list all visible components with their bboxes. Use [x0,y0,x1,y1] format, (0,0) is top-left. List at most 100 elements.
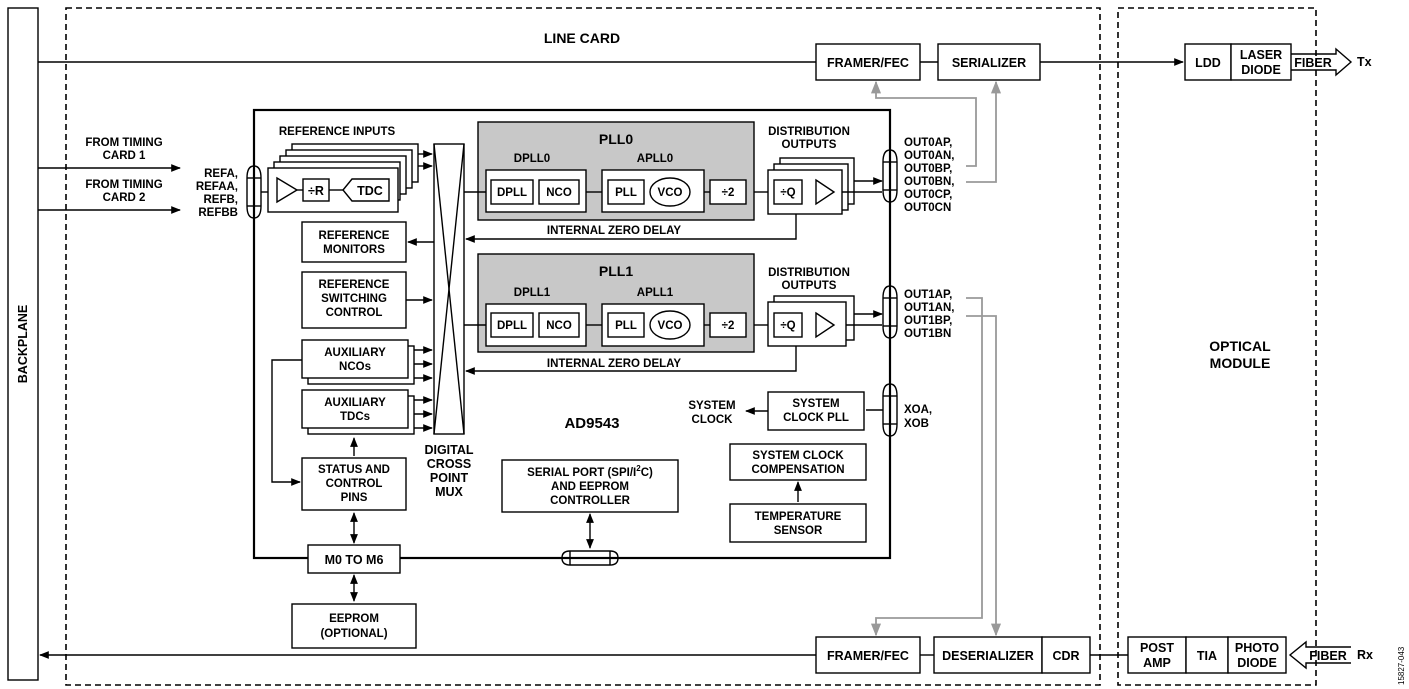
svg-text:LASER: LASER [1240,48,1282,62]
serial-port-connector [561,550,619,566]
svg-text:REFBB: REFBB [198,207,238,219]
reference-monitors: REFERENCE MONITORS [301,221,407,263]
svg-text:CONTROLLER: CONTROLLER [550,495,631,507]
svg-text:DIGITAL: DIGITAL [424,443,473,457]
cdr: CDR [1041,636,1091,674]
svg-text:OUT1AN,: OUT1AN, [904,302,954,314]
svg-text:PHOTO: PHOTO [1235,641,1279,655]
izd0-label: INTERNAL ZERO DELAY [547,225,682,237]
svg-text:REFERENCE: REFERENCE [319,279,390,291]
timing-card-2: FROM TIMING CARD 2 [38,179,181,214]
line-card: LINE CARD [65,7,1101,686]
out0-pin-labels: OUT0AP, OUT0AN, OUT0BP, OUT0BN, OUT0CP, … [904,137,954,214]
optical-module: OPTICAL MODULE [1117,7,1317,686]
status-control-pins: STATUS AND CONTROL PINS [301,457,407,511]
svg-text:APLL0: APLL0 [637,153,673,165]
svg-text:÷R: ÷R [308,184,324,198]
svg-text:APLL1: APLL1 [637,287,674,299]
ref-pin-labels: REFA, REFAA, REFB, REFBB [196,168,238,219]
tia: TIA [1185,636,1229,674]
ref-connector [246,165,262,219]
svg-text:REFA,: REFA, [204,168,238,180]
svg-text:POINT: POINT [430,471,469,485]
system-clock-label-1: SYSTEM [688,400,735,412]
line-card-label: LINE CARD [544,30,620,46]
svg-text:AUXILIARY: AUXILIARY [324,397,386,409]
svg-text:OUT0AN,: OUT0AN, [904,150,954,162]
pll1-block: PLL1 DPLL1 APLL1 DPLL NCO PLL VCO ÷2 [477,253,755,353]
post-amp: POST AMP [1127,636,1187,674]
svg-text:SWITCHING: SWITCHING [321,293,387,305]
reference-inputs-stack: ÷R TDC [267,143,419,213]
svg-text:VCO: VCO [658,320,683,332]
svg-text:DISTRIBUTION: DISTRIBUTION [768,267,850,279]
system-clock-label-2: CLOCK [692,414,734,426]
auxiliary-ncos: AUXILIARY NCOs [301,339,415,385]
svg-text:÷2: ÷2 [722,187,735,199]
svg-text:CROSS: CROSS [427,457,471,471]
svg-text:DPLL1: DPLL1 [514,287,551,299]
svg-text:PLL: PLL [615,187,637,199]
deserializer: DESERIALIZER [933,636,1043,674]
system-clock-pll: SYSTEM CLOCK PLL [767,391,865,431]
out0-connector [882,149,898,203]
reference-switching-control: REFERENCE SWITCHING CONTROL [301,271,407,329]
svg-text:REFAA,: REFAA, [196,181,238,193]
svg-text:AND EEPROM: AND EEPROM [551,481,629,493]
svg-text:FRAMER/FEC: FRAMER/FEC [827,56,909,70]
svg-text:OUT1BN: OUT1BN [904,328,951,340]
svg-text:DESERIALIZER: DESERIALIZER [942,649,1034,663]
ad9543-chip [252,108,892,560]
svg-text:DPLL: DPLL [497,320,527,332]
svg-text:(OPTIONAL): (OPTIONAL) [320,628,387,640]
svg-text:OUT0CP,: OUT0CP, [904,189,952,201]
ldd: LDD [1184,43,1232,81]
figure-id: 15827-043 [1397,646,1406,685]
svg-text:TDC: TDC [357,184,383,198]
svg-text:REFB,: REFB, [204,194,239,206]
serial-port-eeprom-controller: SERIAL PORT (SPI/I2C) AND EEPROM CONTROL… [501,459,679,513]
svg-text:CLOCK PLL: CLOCK PLL [783,412,849,424]
svg-text:M0 TO M6: M0 TO M6 [325,553,384,567]
svg-text:CONTROL: CONTROL [326,478,383,490]
temperature-sensor: TEMPERATURE SENSOR [729,503,867,543]
svg-text:OUT1BP,: OUT1BP, [904,315,952,327]
svg-text:CDR: CDR [1052,649,1079,663]
svg-text:REFERENCE: REFERENCE [319,230,390,242]
izd0-line [465,214,797,243]
svg-text:OUT0BN,: OUT0BN, [904,176,954,188]
optical-module-label-2: MODULE [1210,355,1271,371]
distribution-outputs-0: ÷Q [767,157,855,215]
svg-text:NCO: NCO [546,187,572,199]
svg-text:OUTPUTS: OUTPUTS [782,139,837,151]
rx-label: Rx [1357,648,1373,662]
xo-connector [882,383,898,437]
framer-fec-tx: FRAMER/FEC [815,43,921,81]
svg-text:STATUS AND: STATUS AND [318,464,390,476]
chip-name: AD9543 [564,415,619,432]
tdc-box [342,178,390,202]
svg-text:DPLL: DPLL [497,187,527,199]
svg-text:CARD 2: CARD 2 [103,192,146,204]
svg-text:DISTRIBUTION: DISTRIBUTION [768,126,850,138]
svg-text:÷Q: ÷Q [780,187,795,199]
backplane: BACKPLANE [7,7,39,681]
svg-text:OUTPUTS: OUTPUTS [782,280,837,292]
svg-text:NCOs: NCOs [339,361,371,373]
svg-text:PLL1: PLL1 [599,263,633,279]
svg-text:÷2: ÷2 [722,320,735,332]
svg-text:SERIALIZER: SERIALIZER [952,56,1026,70]
svg-text:OUT1AP,: OUT1AP, [904,289,952,301]
svg-text:LDD: LDD [1195,56,1221,70]
laser-diode: LASER DIODE [1230,43,1292,81]
system-clock-compensation: SYSTEM CLOCK COMPENSATION [729,443,867,481]
svg-text:XOA,: XOA, [904,404,932,416]
svg-text:EEPROM: EEPROM [329,613,379,625]
timing-card-1: FROM TIMING CARD 1 [38,137,181,172]
svg-text:NCO: NCO [546,320,572,332]
m0-m6-pins: M0 TO M6 [307,544,401,574]
svg-text:DIODE: DIODE [1237,656,1277,670]
svg-text:PLL0: PLL0 [599,131,633,147]
photo-diode: PHOTO DIODE [1227,636,1287,674]
